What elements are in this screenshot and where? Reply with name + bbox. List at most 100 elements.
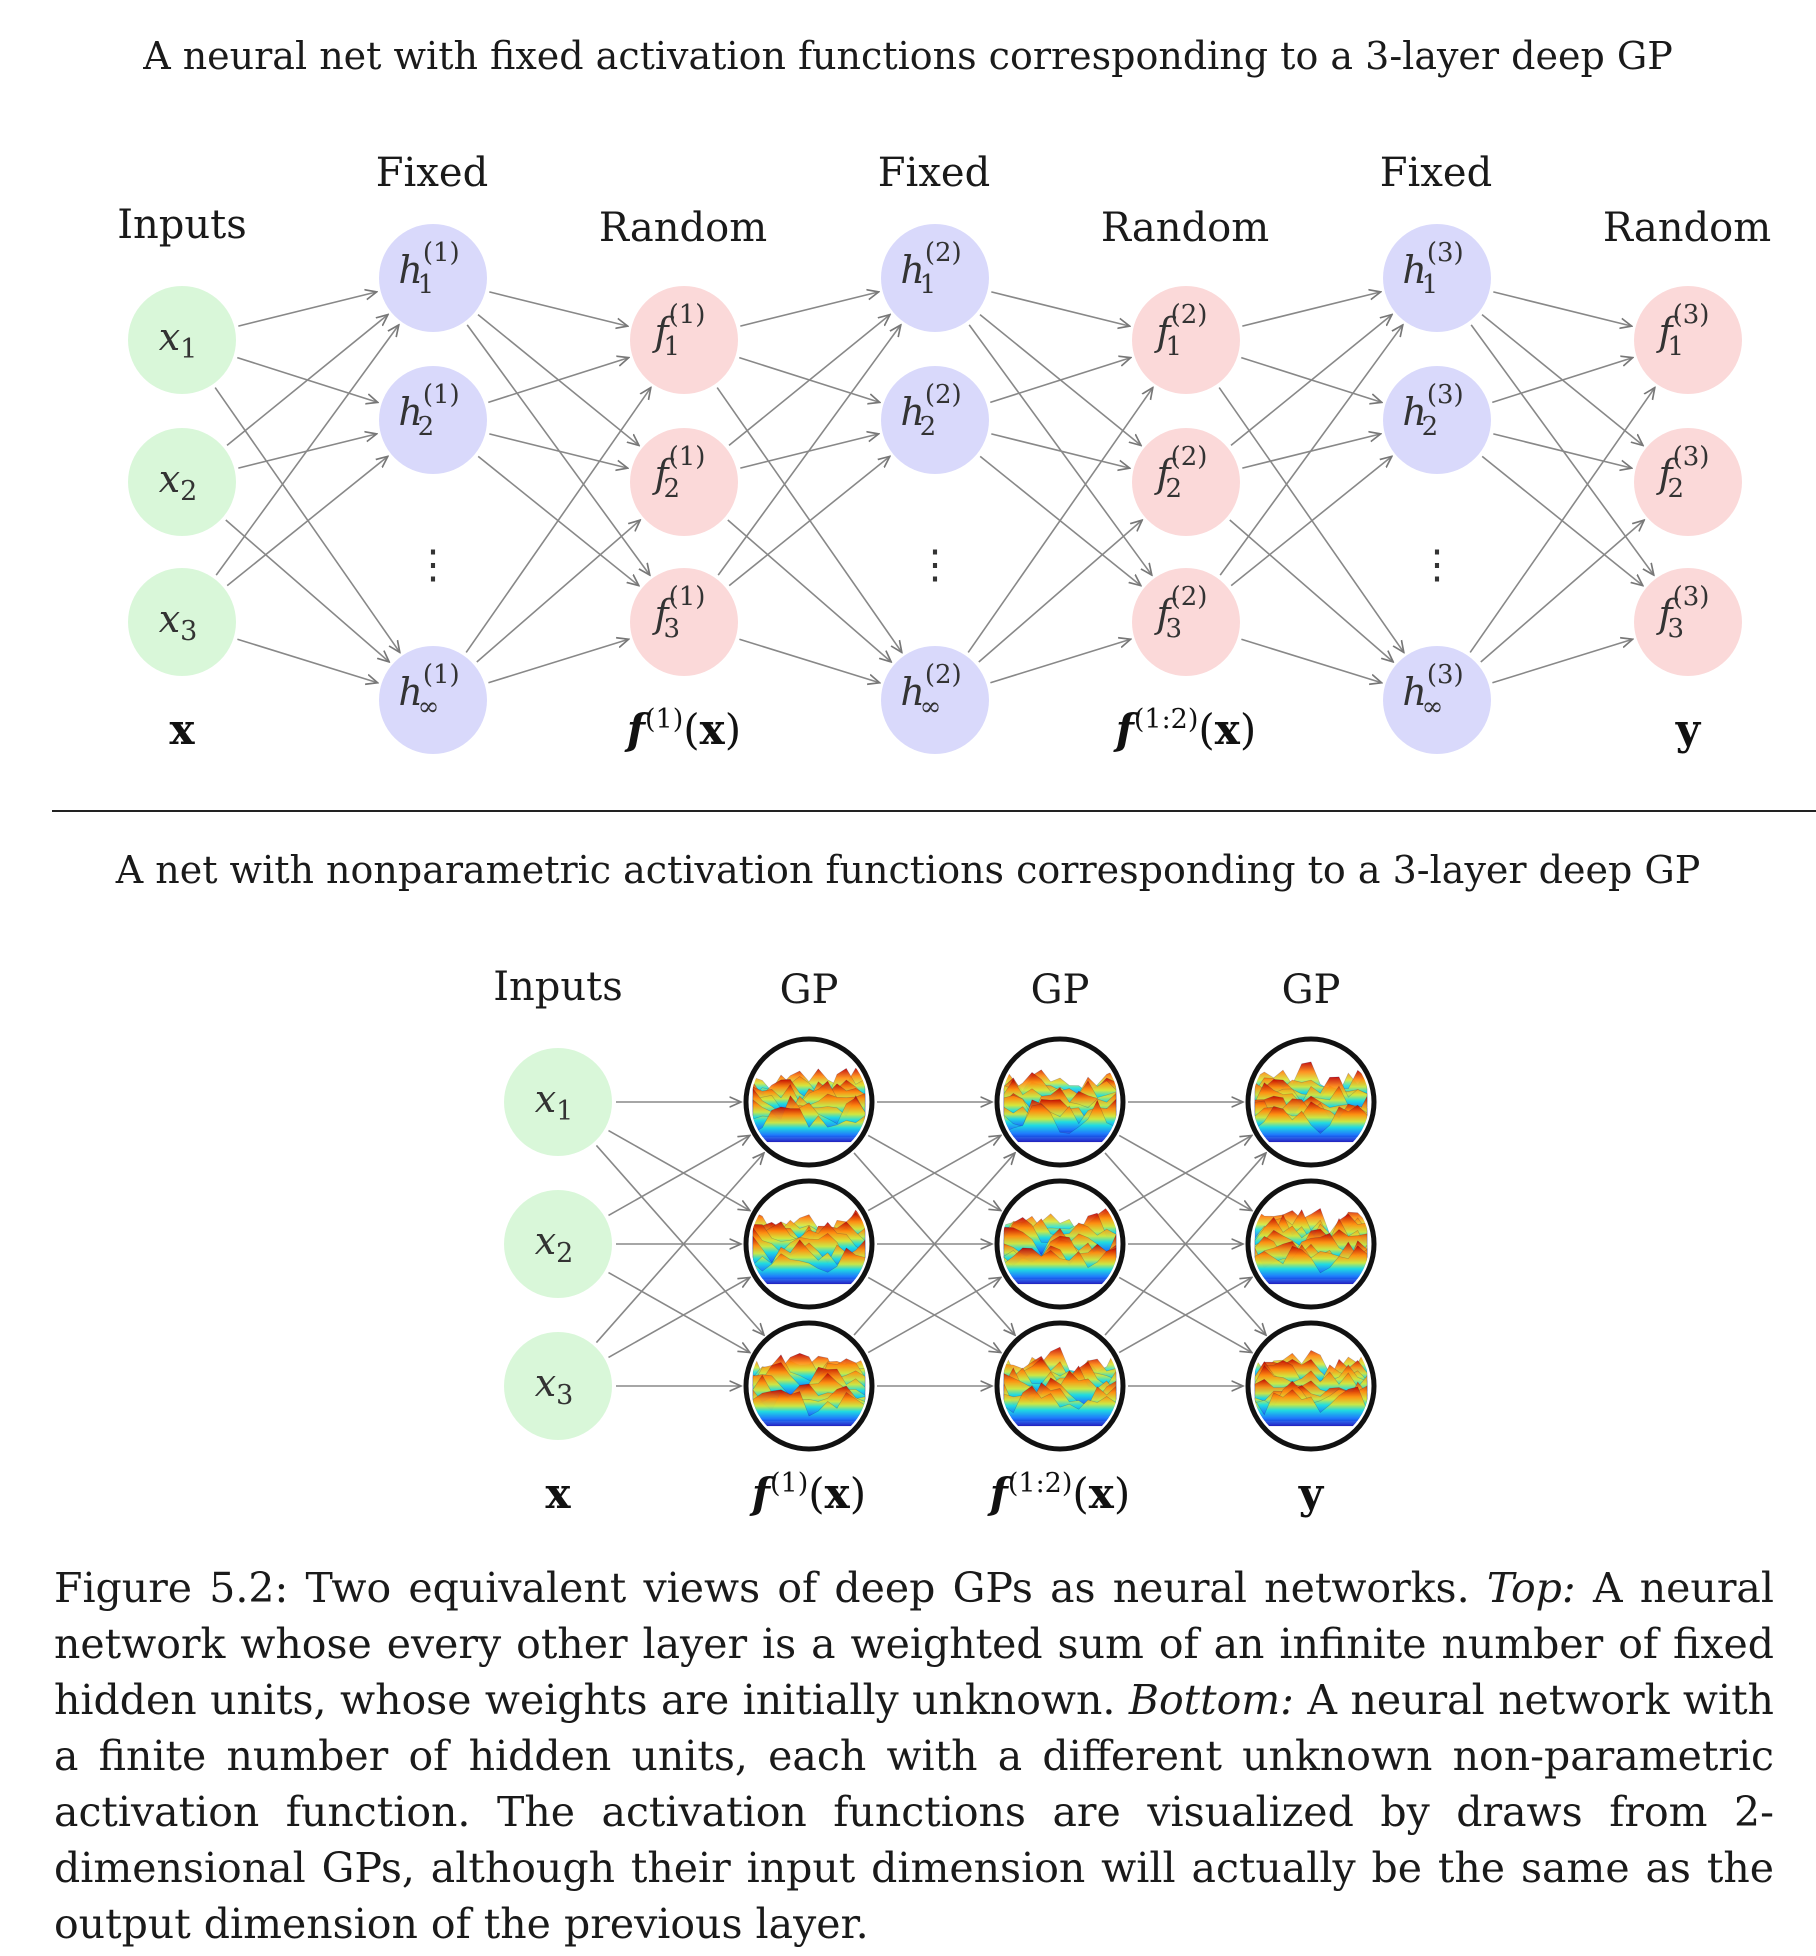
- top-edge-0-1-0: [226, 315, 388, 447]
- bottom-bottom-label-3: f(1:2)(x): [987, 1468, 1130, 1518]
- top-edge-2-2-1: [728, 456, 890, 587]
- top-edge-2-0-0: [740, 292, 878, 327]
- top-edge-3-0-0: [991, 291, 1129, 326]
- top-edge-5-2-1: [1480, 520, 1644, 663]
- top-hidden-label-2-2: h(2)2: [900, 380, 961, 442]
- top-edge-0-2-1: [226, 456, 388, 587]
- top-hidden-node-3-1: [1383, 224, 1491, 332]
- top-random-node-3-2: [1634, 428, 1742, 536]
- top-hidden-label-3-2: h(3)2: [1402, 380, 1463, 442]
- bottom-input-label-2: x2: [535, 1219, 574, 1269]
- gp-surface-node-3-2: [1245, 1178, 1377, 1310]
- top-input-node-3: [128, 568, 236, 676]
- top-edge-0-2-2: [237, 638, 377, 683]
- top-input-label-3: x3: [159, 597, 198, 647]
- top-header-fixed-2: Fixed: [877, 150, 991, 196]
- caption-top-label: Top:: [1486, 1564, 1576, 1612]
- top-ellipsis-2: ⋮: [915, 542, 955, 588]
- top-random-node-2-3: [1132, 568, 1240, 676]
- top-edge-5-2-0: [1469, 388, 1655, 653]
- top-edge-3-1-1: [991, 433, 1129, 468]
- top-bottom-label-1: x: [169, 705, 195, 754]
- top-edge-4-2-1: [1230, 456, 1392, 587]
- top-edge-1-2-2: [488, 639, 628, 684]
- top-edge-1-0-0: [489, 291, 627, 326]
- top-edge-5-0-2: [1470, 324, 1654, 575]
- top-edge-3-2-2: [990, 639, 1130, 684]
- top-edge-1-2-1: [476, 520, 640, 663]
- bottom-edge-0-1-2: [608, 1271, 749, 1353]
- top-edge-1-0-2: [466, 324, 650, 575]
- top-hidden-label-3-1: h(3)1: [1402, 238, 1463, 300]
- bottom-edge-1-1-0: [867, 1135, 1001, 1212]
- gp-surface-node-3-3: [1245, 1320, 1377, 1452]
- top-random-label-2-2: f(2)2: [1154, 442, 1208, 504]
- bottom-network-diagram: x1 x2 x3 x f(1)(x) f(1:2)(x) y: [504, 1036, 1377, 1518]
- section-divider: [52, 810, 1816, 812]
- top-edge-3-1-0: [990, 358, 1130, 404]
- bottom-input-node-3: [504, 1332, 612, 1440]
- figure-caption: Figure 5.2: Two equivalent views of deep…: [54, 1560, 1774, 1952]
- top-bottom-label-2: f(1)(x): [624, 704, 741, 754]
- bottom-bottom-label-1: x: [545, 1469, 571, 1518]
- top-edge-2-2-0: [717, 325, 901, 576]
- bottom-edge-0-0-1: [608, 1129, 749, 1211]
- bottom-input-label-1: x1: [535, 1077, 574, 1127]
- top-edge-4-1-2: [1229, 519, 1393, 662]
- top-edge-1-2-0: [465, 388, 651, 653]
- caption-intro: Two equivalent views of deep GPs as neur…: [305, 1564, 1470, 1612]
- top-random-label-2-1: f(2)1: [1154, 300, 1208, 362]
- gp-surface-node-2-2: [994, 1178, 1126, 1310]
- gp-surface-node-2-3: [994, 1320, 1126, 1452]
- top-edge-3-2-0: [967, 388, 1153, 653]
- top-edge-3-0-2: [968, 324, 1152, 575]
- top-header-random-3: Random: [1602, 205, 1772, 251]
- top-hidden-node-1-2: [379, 366, 487, 474]
- top-network-diagram: x1x2x3h(1)1h(1)2h(1)∞⋮f(1)1f(1)2f(1)3h(2…: [128, 224, 1742, 754]
- bottom-edge-1-2-0: [853, 1153, 1015, 1336]
- top-random-label-2-3: f(2)3: [1154, 582, 1208, 644]
- bottom-bottom-label-4: y: [1298, 1469, 1325, 1518]
- top-hidden-label-1-1: h(1)1: [398, 238, 459, 300]
- bottom-bottom-label-2: f(1)(x): [749, 1468, 866, 1518]
- top-header-fixed-1: Fixed: [375, 150, 489, 196]
- top-edge-0-0-0: [238, 292, 376, 327]
- top-input-node-2: [128, 428, 236, 536]
- top-edge-5-1-1: [1493, 433, 1631, 468]
- top-edge-1-1-1: [489, 433, 627, 468]
- top-random-label-3-1: f(3)1: [1656, 300, 1710, 362]
- top-input-label-1: x1: [159, 315, 198, 365]
- top-bottom-label-3: f(1:2)(x): [1113, 704, 1256, 754]
- top-edge-5-1-0: [1492, 358, 1632, 404]
- top-random-node-1-3: [630, 568, 738, 676]
- bottom-input-node-1: [504, 1048, 612, 1156]
- top-edge-4-2-0: [1219, 325, 1403, 576]
- top-edge-1-1-0: [488, 358, 628, 404]
- top-hidden-node-2-2: [881, 366, 989, 474]
- caption-bottom-label: Bottom:: [1128, 1676, 1294, 1724]
- top-edge-2-2-2: [739, 638, 879, 683]
- bottom-edge-2-2-0: [1104, 1153, 1266, 1336]
- top-random-node-1-1: [630, 286, 738, 394]
- bottom-input-label-3: x3: [535, 1361, 574, 1411]
- top-hidden-label-1-2: h(1)2: [398, 380, 459, 442]
- top-input-node-1: [128, 286, 236, 394]
- top-hidden-node-3-3: [1383, 646, 1491, 754]
- gp-surface-node-1-1: [743, 1036, 875, 1168]
- top-edge-0-1-2: [225, 519, 389, 662]
- bottom-input-node-2: [504, 1190, 612, 1298]
- top-random-label-3-2: f(3)2: [1656, 442, 1710, 504]
- top-header-fixed-3: Fixed: [1379, 150, 1493, 196]
- top-random-node-3-1: [1634, 286, 1742, 394]
- top-hidden-node-2-1: [881, 224, 989, 332]
- caption-bottom-text: A neural network with a finite number of…: [54, 1676, 1774, 1948]
- top-edge-4-1-0: [1230, 315, 1392, 447]
- bottom-edge-1-2-1: [867, 1277, 1001, 1354]
- top-edge-5-0-0: [1493, 291, 1631, 326]
- bottom-edge-0-1-0: [608, 1135, 749, 1217]
- top-edge-2-1-2: [727, 519, 891, 662]
- top-edge-0-2-0: [215, 325, 399, 576]
- gp-surface-node-3-1: [1245, 1036, 1377, 1168]
- bottom-edge-2-2-1: [1118, 1277, 1252, 1354]
- top-hidden-label-3-3: h(3)∞: [1402, 660, 1463, 722]
